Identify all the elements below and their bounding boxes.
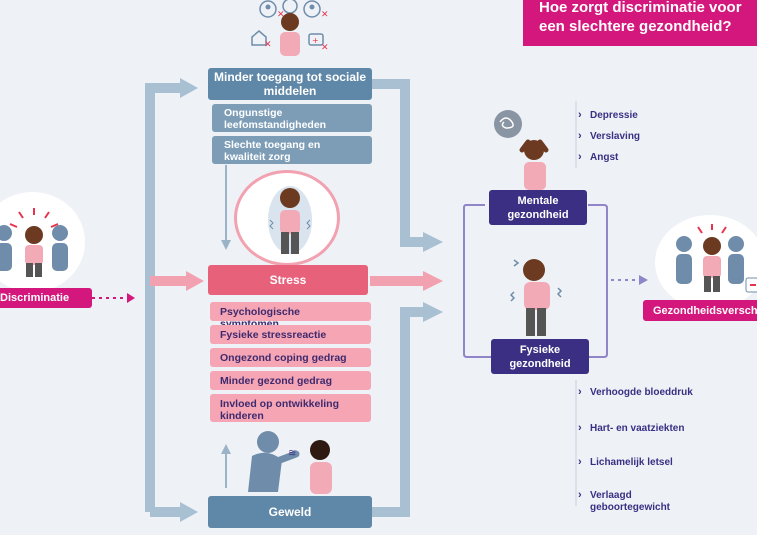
stress-item-behaviour: Minder gezond gedrag	[210, 371, 371, 390]
stress-item-coping: Ongezond coping gedrag	[210, 348, 371, 367]
mental-item-anxiety: Angst	[576, 151, 640, 173]
stress-item-psychological: Psychologische symptomen	[210, 302, 371, 330]
svg-text:✕: ✕	[277, 10, 285, 20]
discrimination-label: Discriminatie	[0, 288, 92, 308]
physical-item-blood-pressure: Verhoogde bloeddruk	[576, 386, 706, 423]
mental-item-depression: Depressie	[576, 109, 640, 131]
mental-health-label: Mentale gezondheid	[489, 190, 587, 225]
resources-to-health-arrow	[372, 79, 425, 247]
stressed-person-icon	[268, 186, 312, 254]
health-differences-label: Gezondheidsverschillen	[643, 300, 757, 321]
stress-header: Stress	[208, 265, 368, 295]
physical-item-birth-weight: Verlaagd geboortegewicht	[576, 489, 706, 520]
discriminated-person-icon	[0, 208, 68, 277]
stress-item-children: Invloed op ontwikkeling kinderen	[210, 394, 371, 422]
page-title: Hoe zorgt discriminatie voor een slechte…	[523, 0, 757, 46]
violence-to-health-arrow	[372, 307, 425, 517]
health-differences-illustration	[676, 224, 757, 293]
resources-item-living-conditions: Ongunstige leefomstandigheden	[212, 104, 372, 132]
health-frame	[463, 204, 608, 358]
physical-health-illustration	[509, 259, 563, 336]
svg-text:✕: ✕	[321, 10, 329, 20]
mental-health-list: Depressie Verslaving Angst	[576, 109, 640, 173]
violence-illustration: ≋	[248, 431, 332, 494]
physical-item-cardiovascular: Hart- en vaatziekten	[576, 422, 706, 457]
social-resources-illustration: ✕ ✕ ✕ + ✕	[251, 0, 329, 56]
svg-text:✕: ✕	[321, 43, 329, 53]
physical-health-label: Fysieke gezondheid	[491, 339, 589, 374]
stress-item-physical-reaction: Fysieke stressreactie	[210, 325, 371, 344]
mental-item-addiction: Verslaving	[576, 130, 640, 152]
violence-header: Geweld	[208, 496, 372, 528]
svg-text:+: +	[312, 36, 319, 45]
title-line-1: Hoe zorgt discriminatie voor	[539, 0, 742, 16]
physical-health-list: Verhoogde bloeddruk Hart- en vaatziekten…	[576, 386, 706, 520]
svg-text:≋: ≋	[288, 448, 296, 459]
arrowhead-to-resources	[180, 78, 198, 98]
mental-health-illustration	[494, 110, 549, 190]
title-line-2: een slechtere gezondheid?	[539, 18, 732, 35]
arrowhead-to-violence	[180, 502, 198, 522]
resources-header: Minder toegang tot sociale middelen	[208, 68, 372, 100]
discrimination-illustration-bg	[0, 192, 85, 292]
svg-text:✕: ✕	[264, 40, 272, 50]
physical-item-injury: Lichamelijk letsel	[576, 456, 706, 490]
resources-item-care-access: Slechte toegang en kwaliteit zorg	[212, 136, 372, 164]
left-trunk-arrow	[145, 83, 182, 512]
